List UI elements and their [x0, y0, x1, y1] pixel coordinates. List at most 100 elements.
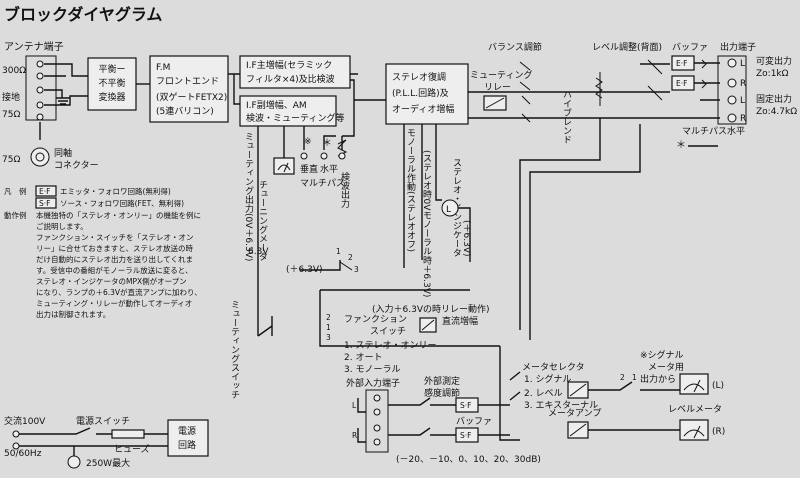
antenna-terminal [36, 72, 44, 80]
out-L1: L [740, 59, 745, 69]
sf-label-L: S·F [460, 401, 471, 410]
if-sub-label-1: I.F副増幅、AM [246, 99, 307, 111]
if-to-stereo-wire [342, 73, 386, 137]
power-circuit-2: 回路 [178, 439, 196, 451]
lamp-wiring [435, 154, 471, 262]
out-terminal-var-R [727, 78, 737, 88]
note-5: だけ自動的にステレオ出力を送り出してくれま [36, 254, 193, 264]
high-blend-label: ハイブレンド [561, 90, 572, 144]
fm-label-3: (双ゲートFETX2) [156, 91, 227, 103]
level-to-buffer [640, 63, 700, 119]
note-6: す。受信中の番組がモノーラル放送に変ると、 [36, 265, 192, 275]
fm-label-2: フロントエンド [156, 77, 219, 87]
ext-terminal [373, 408, 381, 416]
ms-n2: 2 [620, 373, 625, 382]
vertical-label: 垂直 [300, 163, 318, 175]
antenna-terminal [36, 60, 44, 68]
ac-label-1: 交流100V [4, 415, 46, 427]
ext-in-wires [357, 397, 431, 443]
legend-ef-box [35, 185, 57, 197]
ground-label: 接地 [2, 91, 20, 103]
function-sw-label-1: ファンクション [344, 314, 407, 325]
out-L2: L [740, 96, 745, 106]
if-sub-outputs [283, 126, 343, 158]
outlet-icon [67, 455, 81, 469]
buffer-label: バッファ [672, 42, 708, 53]
stereo-label-1: ステレオ復調 [392, 71, 446, 83]
ext-L: L [352, 401, 357, 410]
meter-L-label: (L) [712, 381, 724, 391]
note-7: ステレオ・インジケータのMPX側がオープン [36, 276, 187, 286]
if-sub-label-2: 検波・ミューティング等 [246, 112, 344, 124]
balance-label: バランス調節 [488, 41, 542, 53]
output-terminal-block [717, 55, 747, 125]
switch-blade [339, 261, 353, 271]
sf-wires [430, 404, 510, 436]
level-meter-L-needle [683, 379, 705, 393]
msel-3: 3. エキスターナル [524, 400, 598, 411]
out-terminal-label: 出力端子 [720, 41, 756, 53]
if-main-block [239, 55, 351, 89]
out-R1: R [740, 79, 746, 89]
detect-out-label: 検波出力 [339, 171, 350, 209]
ac-label-2: 50/60Hz [4, 449, 42, 459]
tuning-meter-needle [277, 162, 291, 173]
ref-mark: ※ [304, 137, 312, 147]
function-sw-label-2: スイッチ [370, 326, 406, 337]
diagram-title: ブロックダイヤグラム [4, 5, 162, 24]
legend-sf-text: S·F [39, 199, 50, 208]
power-circuit-1: 電源 [178, 426, 196, 437]
level-pot-icon [647, 59, 663, 101]
dc-amp-diag [421, 319, 435, 331]
ext-terminal [373, 394, 381, 402]
out-terminal-var-L [727, 58, 737, 68]
meter-amp-R-diag [569, 423, 587, 437]
multipath-asterisk: ＊ [676, 140, 686, 151]
fsw-n2: 2 [326, 313, 331, 322]
audio-bus [468, 91, 560, 119]
stereo-label-3: オーディオ増幅 [392, 103, 454, 115]
muting-relay-label-2: リレー [484, 83, 511, 93]
multipath-h-label: マルチパス水平 [682, 125, 745, 137]
note-2: ご説明します。 [36, 221, 88, 231]
stereo-label-2: (P.L.L.回路)及 [392, 87, 449, 99]
antenna-terminal [36, 86, 44, 94]
fixed-zo-label: Zo:4.7kΩ [756, 107, 797, 117]
fixed-out-label: 固定出力 [756, 93, 792, 105]
note-9: ミューティング・リレーが動作してオーディオ [36, 298, 192, 308]
func-opt-2: 2. オート [344, 352, 382, 363]
antenna-terminal [36, 113, 44, 121]
fm-frontend-block [149, 55, 229, 123]
msel-1: 1. シグナル [524, 373, 571, 385]
signal-out-1: ※シグナル [640, 349, 684, 361]
tuning-meter-icon [273, 157, 295, 175]
meter-sel-label: メータセレクタ [522, 362, 585, 373]
fuse-label: ヒューズ [114, 443, 150, 455]
sw-n3: 3 [354, 265, 359, 274]
db-range: (－20、－10、0、10、20、30dB) [396, 455, 541, 465]
fsw-n3: 3 [326, 333, 331, 342]
relay-note: (入力＋6.3Vの時リレー動作) [372, 303, 490, 315]
power-circuit-block [167, 419, 209, 457]
note-1: 本機独特の「ステレオ・オンリー」の機能を例に [36, 210, 201, 220]
if-sub-block [239, 95, 337, 127]
relay-diag [485, 97, 505, 109]
power-wires [19, 427, 168, 447]
variable-out-label: 可変出力 [756, 55, 792, 67]
function-wires [319, 289, 500, 347]
balun-label-3: 変換器 [98, 91, 125, 103]
ohm300-label: 300Ω [2, 66, 26, 76]
ac-terminal [12, 442, 20, 450]
note-8: になり、ランプの＋6.3Vが直流アンプに加わり、 [36, 287, 202, 297]
fm-label-1: F.M [156, 63, 170, 73]
level-meter-R-needle [683, 425, 705, 439]
fsw-n1: 1 [326, 323, 331, 332]
level-adj-label: レベル調整(背面) [592, 41, 662, 53]
note-10: 出力は制御されます。 [36, 309, 110, 319]
ef-label-L: E·F [676, 59, 687, 68]
stereo-0v-label: (ステレオ時0Vモノーラル時＋6.3V) [421, 150, 432, 297]
antenna-wiring [44, 63, 88, 106]
out-terminal-fix-L [727, 95, 737, 105]
horizontal-label: 水平 [320, 163, 338, 175]
note-3: ファンクション・スイッチを「ステレオ・オン [36, 233, 194, 242]
